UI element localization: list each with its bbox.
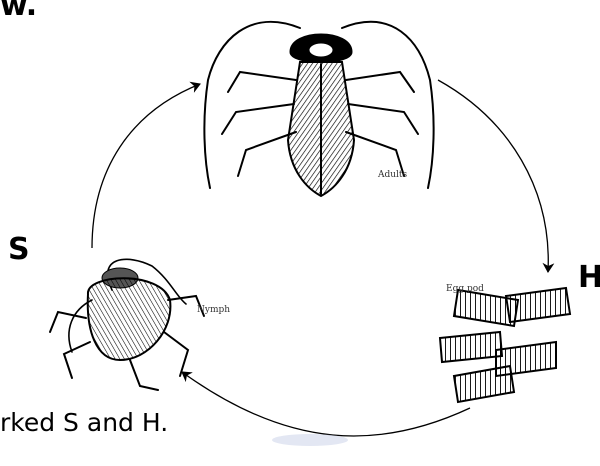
label-nymph: Nymph bbox=[197, 305, 230, 315]
cropped-instruction-text: rked S and H. bbox=[0, 408, 168, 437]
arrow-nymph-to-adult bbox=[92, 84, 200, 248]
marker-h: H bbox=[578, 260, 600, 295]
faint-shadow-mark bbox=[272, 434, 348, 446]
egg-pods bbox=[440, 288, 570, 402]
arrow-adult-to-egg bbox=[438, 80, 548, 272]
label-egg-pod: Egg pod bbox=[446, 284, 484, 294]
arrow-egg-to-nymph bbox=[182, 372, 470, 436]
nymph-cockroach bbox=[50, 259, 204, 390]
cropped-question-text: w. bbox=[0, 0, 37, 23]
label-adults: Adults bbox=[378, 170, 407, 180]
marker-s: S bbox=[8, 232, 30, 267]
